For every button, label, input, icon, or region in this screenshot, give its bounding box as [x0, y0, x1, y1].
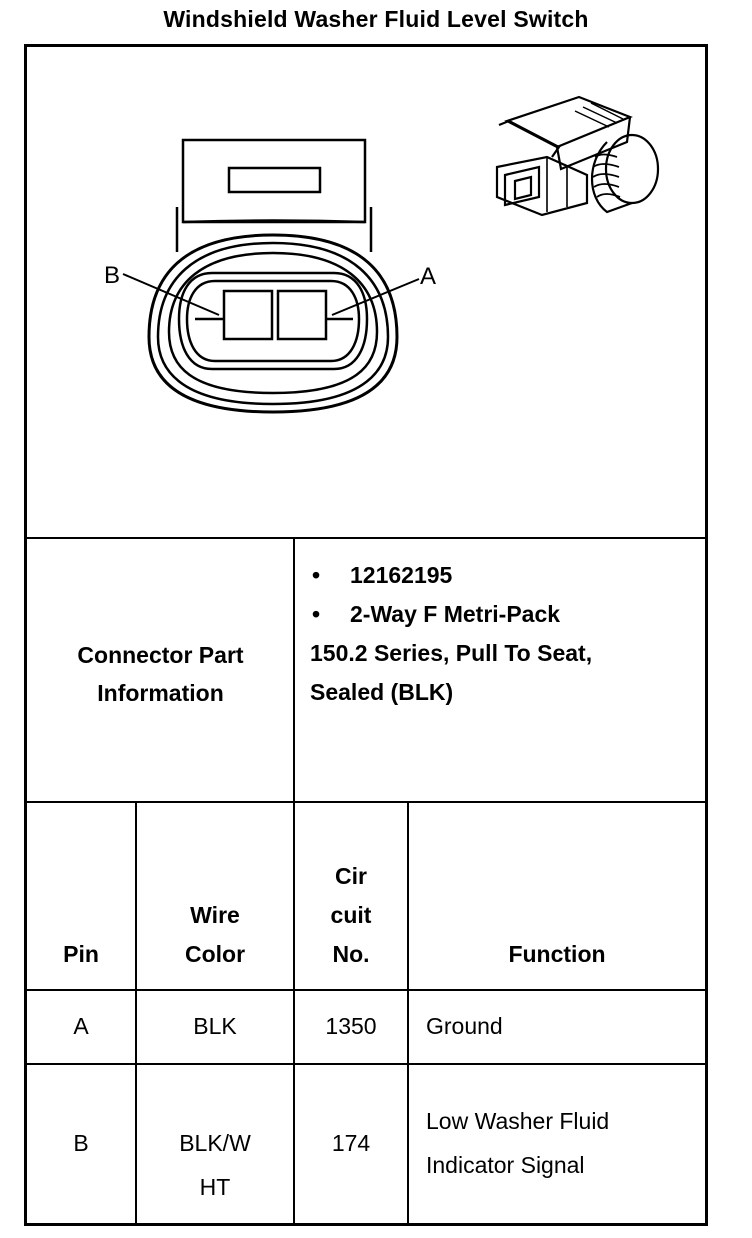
row-b-wire-line2: HT: [199, 1174, 231, 1200]
connector-isometric-view: [495, 95, 660, 217]
row-b-wire-color: BLK/W HT: [137, 1121, 293, 1209]
row-b-function-line1: Low Washer Fluid: [426, 1108, 610, 1134]
terminal-b: [222, 289, 274, 341]
header-pin: Pin: [27, 935, 135, 974]
connector-series: 150.2 Series, Pull To Seat,: [310, 640, 593, 666]
bullet-icon: •: [312, 562, 321, 588]
divider-header-bottom: [24, 989, 708, 991]
part-number-item: • 12162195: [310, 556, 700, 595]
pin-label-b: B: [104, 262, 120, 289]
row-b-function: Low Washer Fluid Indicator Signal: [426, 1099, 702, 1187]
header-circuit-no: Cir cuit No.: [295, 857, 407, 974]
header-circuit-line2: cuit: [330, 902, 372, 928]
bullet-icon: •: [312, 601, 321, 627]
leader-line-a: [331, 278, 420, 316]
row-b-wire-line1: BLK/W: [179, 1130, 251, 1156]
divider-col-pin: [135, 801, 137, 1226]
row-a-wire-color: BLK: [193, 1013, 237, 1039]
part-number: 12162195: [350, 562, 453, 588]
connector-latch-housing: [181, 138, 367, 224]
row-b-pin: B: [73, 1130, 89, 1156]
row-a-pin: A: [73, 1013, 89, 1039]
divider-info-middle: [293, 537, 295, 803]
divider-info-bottom: [24, 801, 708, 803]
row-b-circuit: 174: [331, 1130, 371, 1156]
header-circuit-line1: Cir: [335, 863, 367, 889]
header-function: Function: [409, 935, 705, 974]
connector-type-item: • 2-Way F Metri-Pack: [310, 595, 700, 634]
row-a-circuit: 1350: [325, 1013, 377, 1039]
header-function-text: Function: [508, 941, 606, 967]
page-title: Windshield Washer Fluid Level Switch: [163, 6, 589, 32]
row-b-function-line2: Indicator Signal: [426, 1152, 585, 1178]
connector-type: 2-Way F Metri-Pack: [350, 601, 561, 627]
connector-diagram: B A: [104, 95, 660, 414]
connector-part-info-label-line2: Information: [97, 680, 224, 706]
header-pin-text: Pin: [63, 941, 99, 967]
header-wire-color: Wire Color: [137, 896, 293, 974]
header-wire-line2: Color: [184, 941, 246, 967]
connector-cavity: [177, 271, 369, 371]
divider-col-circuit: [407, 801, 409, 1226]
divider-col-wire: [293, 801, 295, 1226]
pin-label-a: A: [420, 263, 436, 290]
connector-latch-window: [227, 166, 322, 194]
divider-diagram-bottom: [24, 537, 708, 539]
leader-line-b: [122, 273, 220, 316]
header-circuit-line3: No.: [332, 941, 370, 967]
connector-part-info-label-line1: Connector Part: [77, 642, 244, 668]
connector-part-info-details: • 12162195 • 2-Way F Metri-Pack 150.2 Se…: [310, 556, 700, 712]
row-a-function: Ground: [426, 1013, 503, 1039]
connector-body-outer: [147, 233, 399, 414]
terminal-a: [276, 289, 328, 341]
connector-part-info-label: Connector Part Information: [27, 636, 294, 712]
divider-row-a-bottom: [24, 1063, 708, 1065]
connector-seal: Sealed (BLK): [310, 679, 454, 705]
connector-table-frame: [24, 44, 708, 1226]
header-wire-line1: Wire: [190, 902, 240, 928]
